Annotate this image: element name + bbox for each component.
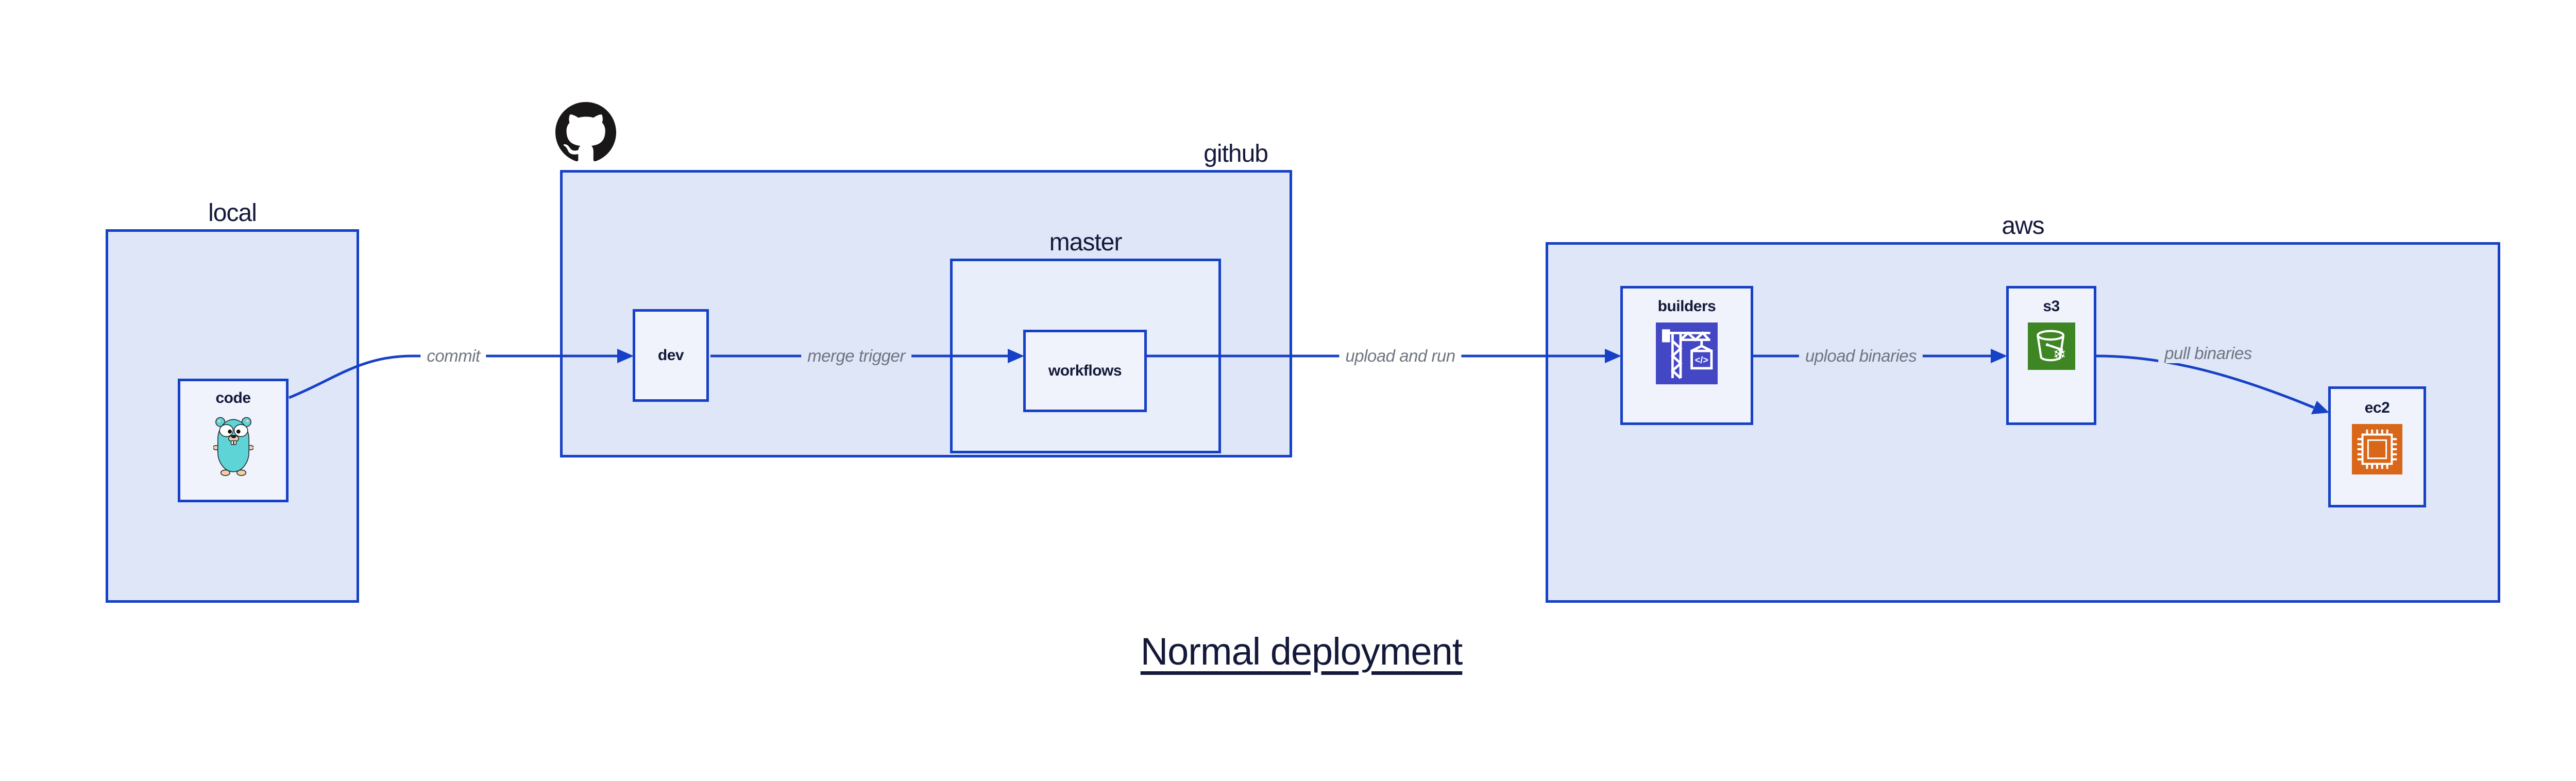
- node-builders-label: builders: [1657, 298, 1716, 315]
- edge-merge-trigger-label: merge trigger: [801, 346, 911, 366]
- group-github-label: github: [1204, 140, 1268, 167]
- edge-pull-binaries-label: pull binaries: [2158, 344, 2258, 363]
- node-ec2: ec2: [2328, 386, 2426, 507]
- node-code-label: code: [215, 389, 251, 406]
- edge-upload-binaries-label: upload binaries: [1799, 346, 1923, 366]
- diagram-title: Normal deployment: [1140, 630, 1463, 673]
- node-s3: s3 ❄: [2006, 286, 2096, 425]
- node-builders: builders </>: [1620, 286, 1753, 425]
- node-ec2-label: ec2: [2364, 399, 2390, 416]
- group-master-label: master: [1049, 229, 1123, 256]
- node-code: code: [178, 379, 289, 502]
- node-dev-label: dev: [657, 347, 684, 364]
- ec2-chip-icon: [2352, 424, 2402, 474]
- svg-text:</>: </>: [1695, 355, 1708, 365]
- group-aws-label: aws: [2002, 212, 2044, 240]
- edge-commit-label: commit: [420, 346, 486, 366]
- node-workflows: workflows: [1023, 330, 1147, 412]
- edge-upload-and-run-label: upload and run: [1339, 346, 1462, 366]
- group-local-label: local: [208, 199, 257, 227]
- go-gopher-icon: [213, 414, 253, 477]
- node-workflows-label: workflows: [1048, 362, 1122, 379]
- node-dev: dev: [633, 309, 709, 402]
- s3-bucket-snowflake-icon: ❄: [2027, 322, 2075, 370]
- node-s3-label: s3: [2043, 298, 2060, 315]
- github-logo-icon: [555, 102, 616, 163]
- codebuild-crane-icon: </>: [1656, 322, 1718, 384]
- svg-text:❄: ❄: [2053, 346, 2066, 364]
